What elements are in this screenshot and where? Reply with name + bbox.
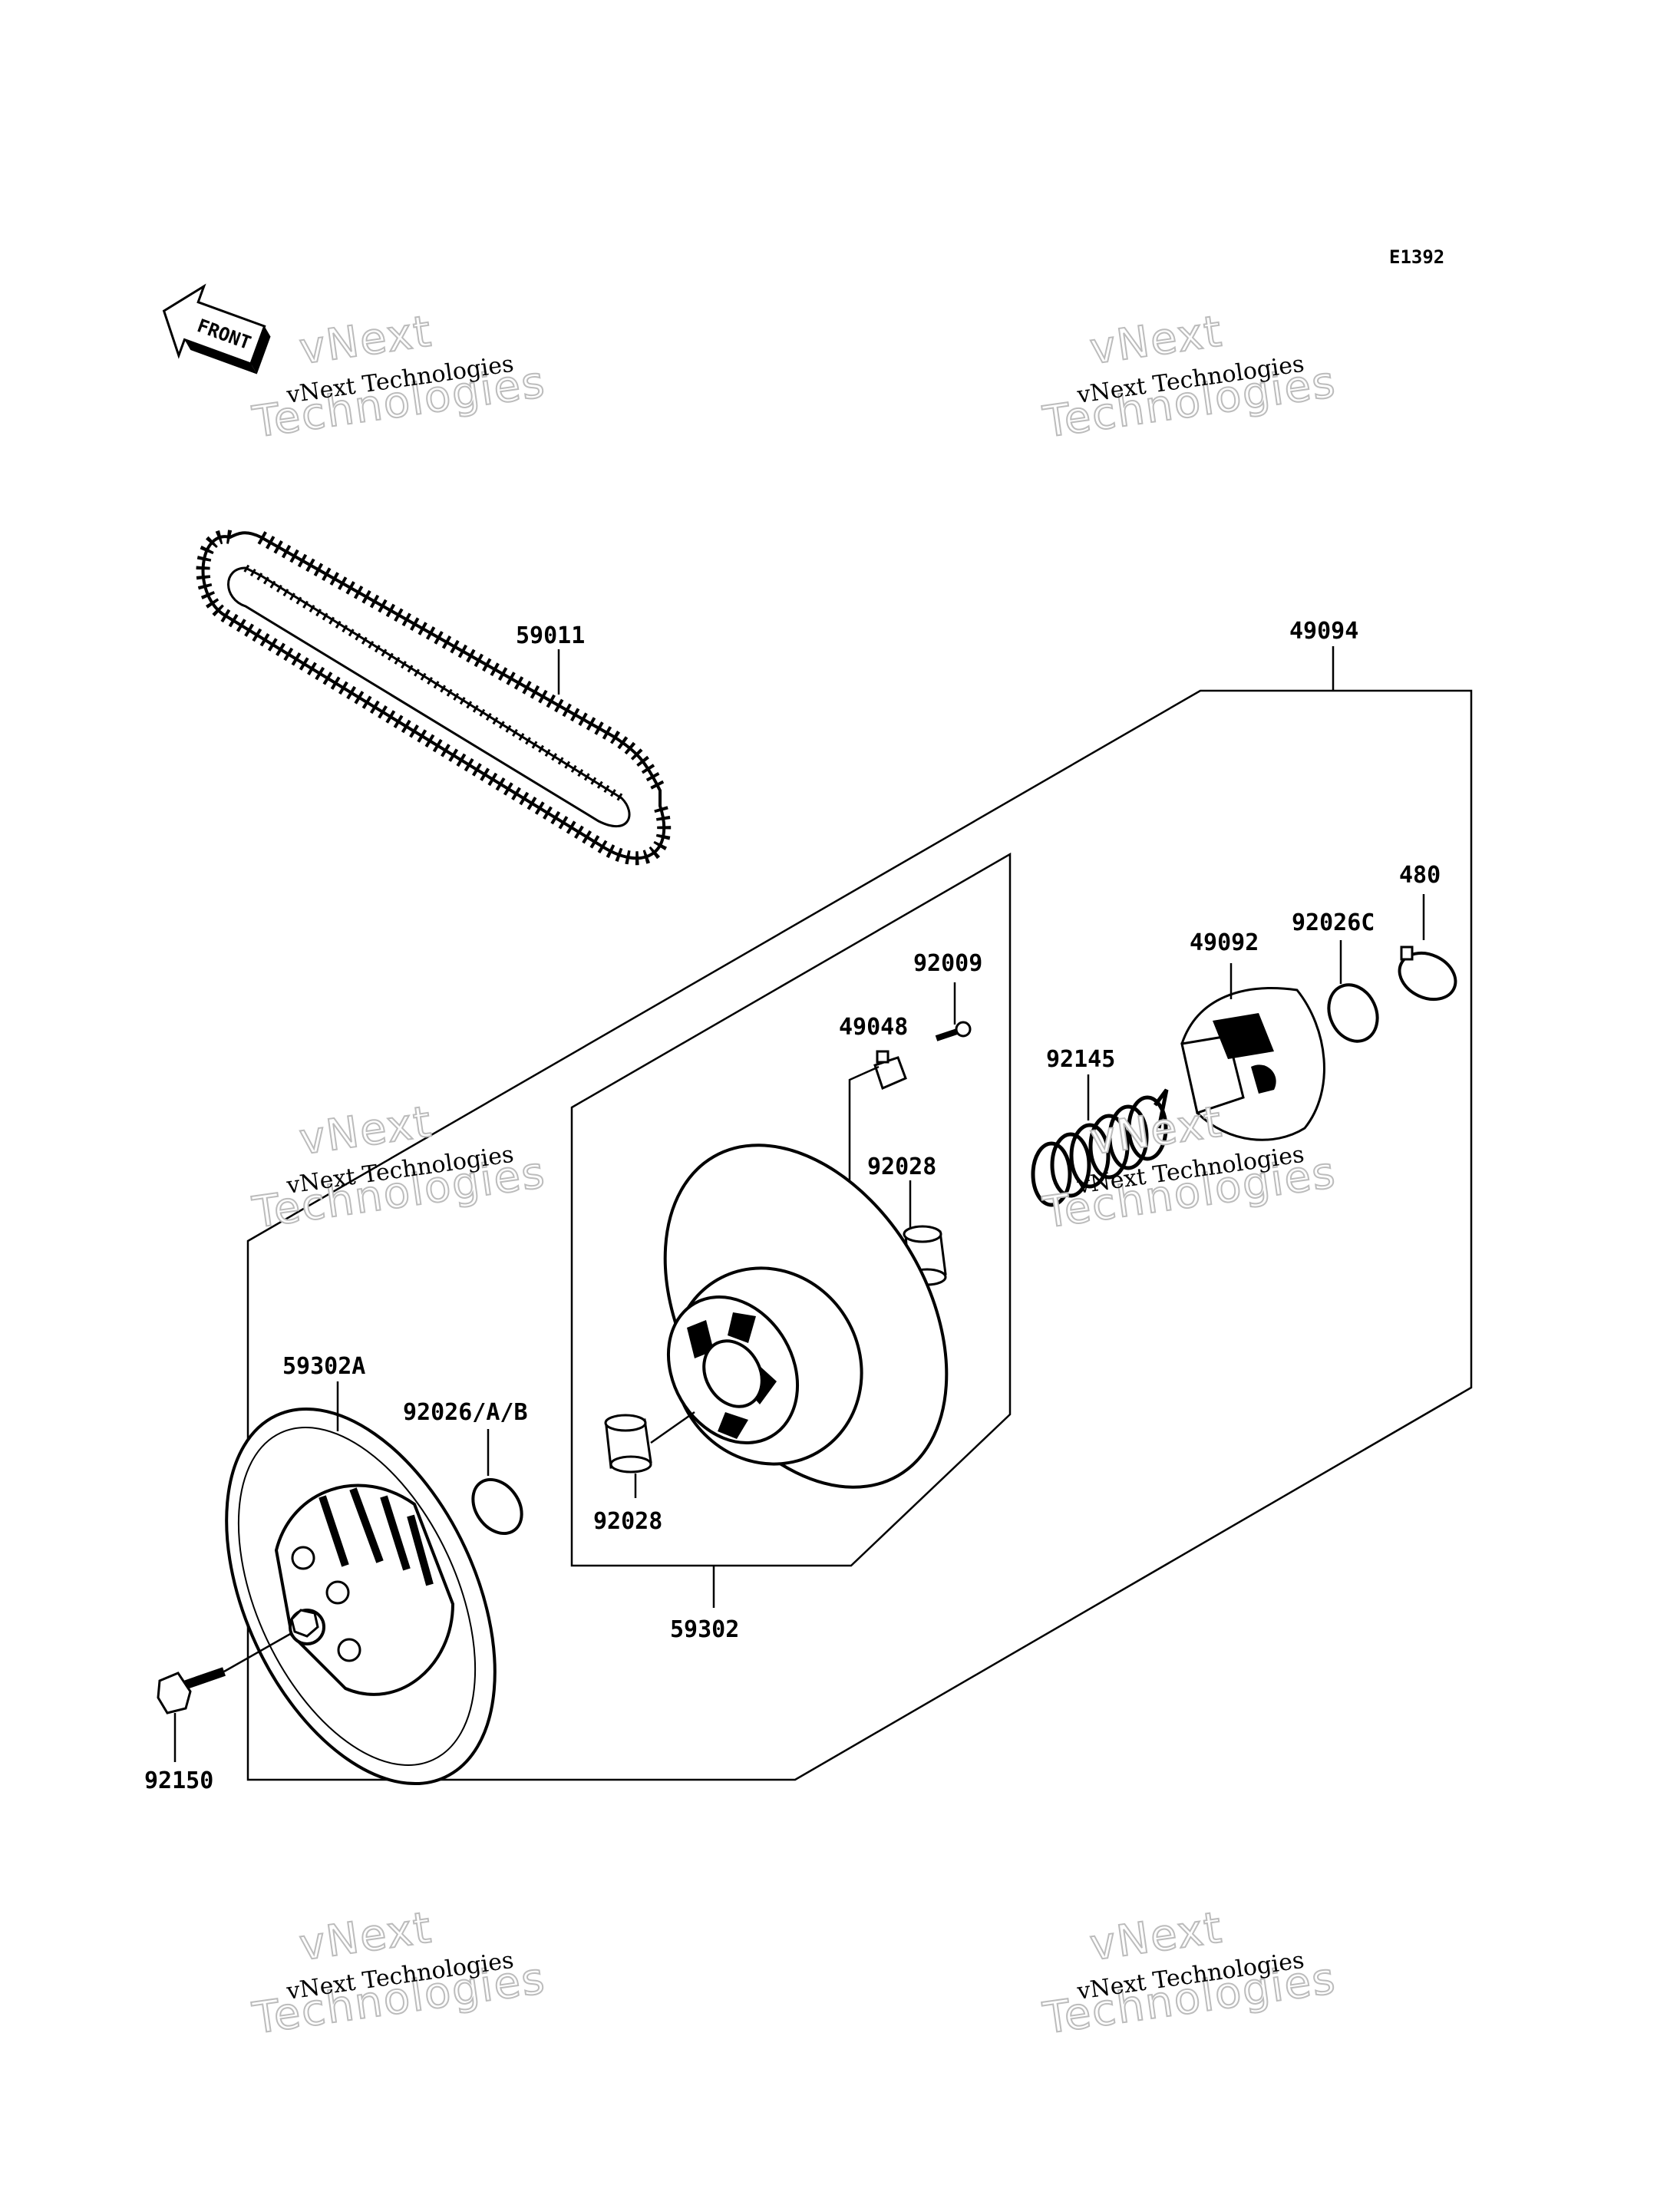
movable-sheave-59302 [663,1144,949,1489]
label-480: 480 [1399,862,1441,889]
label-49094: 49094 [1289,618,1358,645]
label-92028-lower: 92028 [593,1508,662,1535]
reference-code: E1392 [1389,246,1444,268]
label-92026ab: 92026/A/B [403,1399,528,1426]
drive-belt-59011 [196,530,672,866]
watermark-mid-left: vNext Technologies vNext Technologies [249,1096,550,1239]
washer-92026c [1327,983,1379,1043]
front-arrow-icon: FRONT [162,283,271,375]
slider-49048 [873,1050,907,1091]
assembly-outline-49094 [246,689,1473,1781]
label-59011: 59011 [516,622,585,649]
label-92028-upper: 92028 [867,1153,936,1180]
screw-92009 [935,1021,972,1041]
spring-92145 [1031,1088,1169,1207]
label-92145: 92145 [1046,1046,1115,1073]
label-59302a: 59302A [282,1353,365,1380]
torque-cam-49092 [1180,987,1325,1141]
axis-line-lower [650,1411,695,1444]
circlip-480 [1398,946,1457,1002]
label-49048: 49048 [839,1014,908,1041]
watermark-top-left: vNext Technologies vNext Technologies [249,305,550,448]
bushing-92028-lower [604,1414,652,1474]
bolt-92150 [157,1667,226,1715]
sub-assembly-outline-59302 [570,852,1012,1567]
watermark-bottom-left: vNext Technologies vNext Technologies [249,1902,550,2045]
label-49092: 49092 [1190,929,1259,956]
label-92150: 92150 [144,1767,213,1794]
axis-line-bolt [223,1632,292,1673]
label-92009: 92009 [913,950,982,977]
watermark-top-right: vNext Technologies vNext Technologies [1039,305,1340,448]
fixed-sheave-59302a [225,1407,497,1786]
label-92026c: 92026C [1292,909,1375,936]
watermark-bottom-right: vNext Technologies vNext Technologies [1039,1902,1340,2045]
washer-92026ab [471,1477,523,1536]
label-59302: 59302 [670,1616,739,1643]
